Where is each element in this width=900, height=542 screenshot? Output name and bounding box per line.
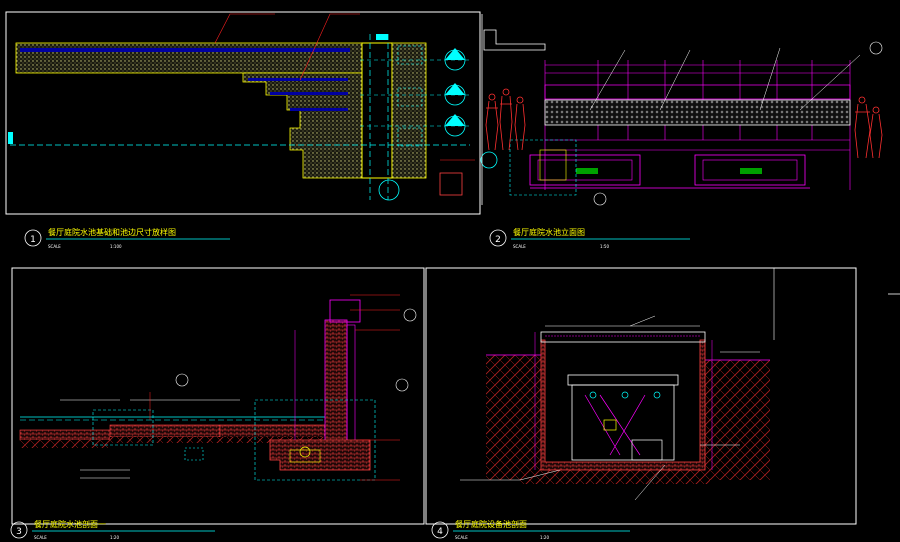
- panel-1-title-block: 1 餐厅庭院水池基础和池边尺寸放样图 SCALE 1:100: [24, 227, 230, 249]
- panel-1-frame: [5, 11, 481, 215]
- panel-2-title-block: 2 餐厅庭院水池立面图 SCALE 1:50: [489, 227, 690, 249]
- panel-1-number: 1: [30, 235, 36, 245]
- panel-4-number: 4: [437, 527, 443, 537]
- panel-2-elevation: [481, 14, 883, 206]
- panel-number-circle: [24, 229, 42, 247]
- panel-2-scale: 1:50: [600, 244, 609, 249]
- panel-4-frame: [425, 267, 857, 525]
- panel-4-title-block: 4 餐厅庭院设备池剖面 SCALE 1:20: [431, 519, 630, 540]
- panel-3-section: [19, 294, 417, 481]
- panel-3-title-block: 3 餐厅庭院水池剖面一 SCALE 1:20: [10, 519, 215, 540]
- panel-4-scale-label: SCALE: [455, 535, 468, 540]
- panel-3-scale: 1:20: [110, 535, 119, 540]
- panel-number-circle: [10, 521, 28, 539]
- panel-2-title: 餐厅庭院水池立面图: [513, 227, 585, 237]
- panel-3-frame: [11, 267, 425, 525]
- panel-4-title: 餐厅庭院设备池剖面: [455, 519, 527, 529]
- panel-4-scale: 1:20: [540, 535, 549, 540]
- panel-4-section: [460, 268, 775, 501]
- panel-3-scale-label: SCALE: [34, 535, 47, 540]
- panel-1-pool-plan: [8, 13, 498, 201]
- panel-2-number: 2: [495, 235, 501, 245]
- section-marker-icon: [378, 48, 498, 201]
- panel-1-scale-label: SCALE: [48, 244, 61, 249]
- panel-3-number: 3: [16, 527, 22, 537]
- panel-3-title: 餐厅庭院水池剖面一: [34, 519, 106, 529]
- panel-number-circle: [431, 521, 449, 539]
- panel-2-scale-label: SCALE: [513, 244, 526, 249]
- panel-1-title: 餐厅庭院水池基础和池边尺寸放样图: [48, 227, 176, 237]
- panel-1-scale: 1:100: [110, 244, 122, 249]
- human-figure-icon: [485, 88, 526, 151]
- panel-number-circle: [489, 229, 507, 247]
- human-figure-icon: [854, 96, 883, 159]
